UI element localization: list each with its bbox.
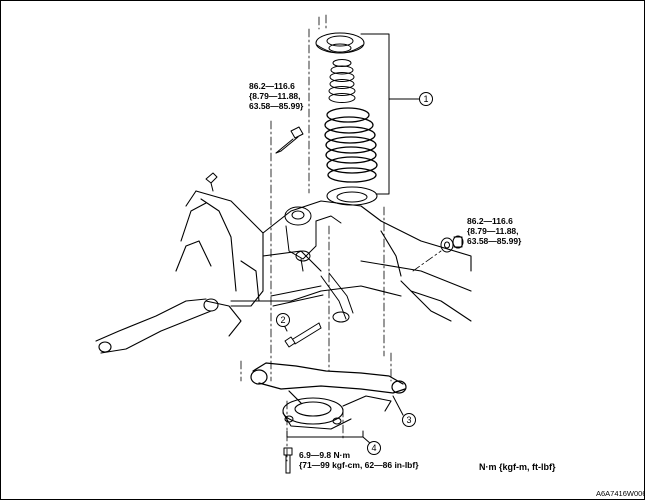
torque-right-line-2: {8.79—11.88, xyxy=(467,226,519,236)
crossmember xyxy=(175,190,472,337)
callout-3: 3 xyxy=(402,413,416,427)
callout-leader-1 xyxy=(360,33,390,195)
lateral-link-left xyxy=(95,298,219,354)
callout-4: 4 xyxy=(367,441,381,455)
bump-stopper xyxy=(328,59,356,103)
lower-arm xyxy=(250,362,407,404)
callout-1: 1 xyxy=(419,92,433,106)
torque-label-bottom: 6.9—9.8 N·m {71—99 kgf-cm, 62—86 in-lbf} xyxy=(299,450,419,470)
spring-upper-seat xyxy=(315,32,365,54)
torque-bottom-line-1: 6.9—9.8 N·m xyxy=(299,450,351,460)
torque-top-line-2: {8.79—11.88, xyxy=(249,91,301,101)
arm-bolt-top xyxy=(275,126,304,154)
arm-bolt-middle xyxy=(284,322,322,348)
clip xyxy=(205,172,218,192)
torque-label-right: 86.2—116.6 {8.79—11.88, 63.58—85.99} xyxy=(467,216,521,246)
alignment-lines xyxy=(240,14,442,462)
hub-knuckle xyxy=(284,206,342,272)
callout-bracket-4 xyxy=(286,430,364,438)
units-note: N·m {kgf-m, ft-lbf} xyxy=(479,462,556,472)
control-link xyxy=(270,272,354,323)
callout-leader-3 xyxy=(392,395,404,416)
torque-top-line-1: 86.2—116.6 xyxy=(249,81,295,91)
nut-washer-right xyxy=(440,235,464,253)
figure-id: A6A7416W006 xyxy=(596,489,645,498)
torque-right-line-3: 63.58—85.99} xyxy=(467,236,522,246)
coil-spring xyxy=(324,107,378,183)
torque-label-top: 86.2—116.6 {8.79—11.88, 63.58—85.99} xyxy=(249,81,303,111)
torque-right-line-1: 86.2—116.6 xyxy=(467,216,513,226)
callout-2: 2 xyxy=(276,313,290,327)
lower-bolt xyxy=(283,447,293,474)
torque-top-line-3: 63.58—85.99} xyxy=(249,101,304,111)
lower-arm-seat xyxy=(282,395,392,430)
torque-bottom-line-2: {71—99 kgf-cm, 62—86 in-lbf} xyxy=(299,460,419,470)
